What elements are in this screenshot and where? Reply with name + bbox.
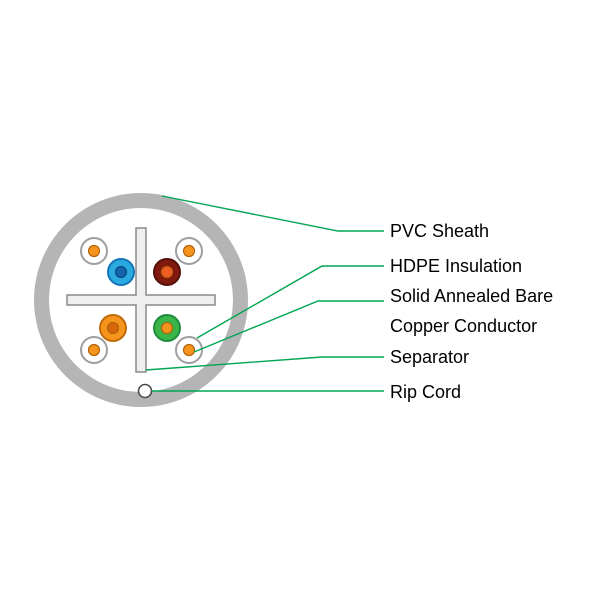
wire-pair-top-left bbox=[80, 237, 135, 286]
label-pvc-sheath: PVC Sheath bbox=[390, 221, 489, 241]
label-hdpe-insulation: HDPE Insulation bbox=[390, 256, 522, 276]
copper-core bbox=[182, 343, 196, 357]
blue-core bbox=[114, 265, 128, 279]
leader-hdpe-insulation bbox=[196, 265, 384, 339]
copper-core bbox=[182, 244, 196, 258]
leader-copper-conductor bbox=[193, 300, 384, 353]
brown-core bbox=[160, 265, 174, 279]
copper-core bbox=[87, 343, 101, 357]
label-conductor-line2: Copper Conductor bbox=[390, 316, 537, 336]
label-conductor-line1: Solid Annealed Bare bbox=[390, 286, 553, 306]
separator-cross bbox=[66, 227, 216, 373]
label-separator: Separator bbox=[390, 347, 469, 367]
wire-pair-bottom-right bbox=[153, 314, 203, 364]
leader-pvc-sheath bbox=[161, 195, 384, 232]
green-core bbox=[160, 321, 174, 335]
label-rip-cord: Rip Cord bbox=[390, 382, 461, 402]
wire-pair-top-right bbox=[153, 237, 203, 286]
leader-separator bbox=[145, 356, 384, 371]
wire-pair-bottom-left bbox=[80, 314, 127, 364]
orange-core bbox=[106, 321, 120, 335]
copper-core bbox=[87, 244, 101, 258]
rip-cord bbox=[137, 383, 153, 399]
